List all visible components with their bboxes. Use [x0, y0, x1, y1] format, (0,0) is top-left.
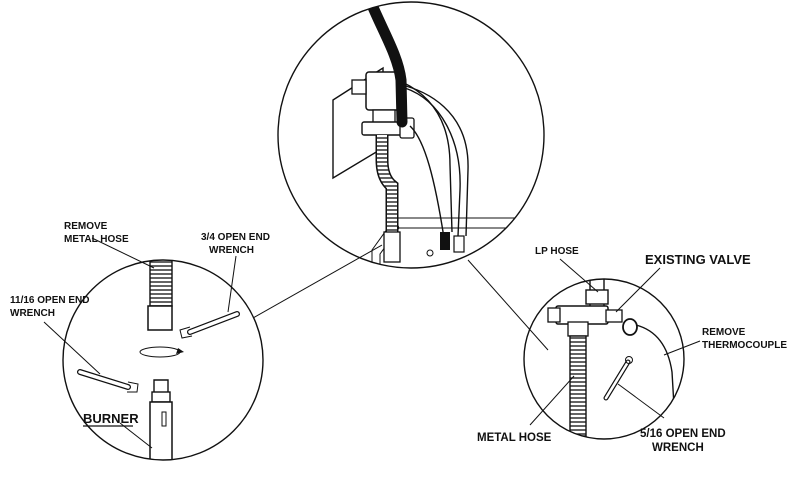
label-3-4-open-end-1: 3/4 OPEN END [201, 232, 270, 243]
wrench-11-16 [77, 369, 139, 393]
hose-nut [147, 305, 173, 331]
leader-5-16-wrench [617, 383, 665, 419]
leader-11-16-wrench [43, 321, 101, 375]
thermocouple-line [635, 324, 677, 439]
wrench-5-16 [603, 356, 633, 401]
metal-hose-end [149, 260, 173, 307]
right-detail-view [523, 278, 685, 440]
rotation-arrow [139, 346, 181, 358]
label-remove-metal-hose-2: METAL HOSE [64, 234, 129, 245]
existing-valve-fitting [605, 309, 623, 323]
label-lp-hose: LP HOSE [535, 246, 579, 257]
left-detail-circle [62, 259, 264, 461]
top-detail-circle [277, 1, 545, 269]
label-5-16-open-end-2: WRENCH [652, 442, 704, 454]
leader-remove-thermocouple [663, 340, 701, 356]
burner-tube [149, 401, 173, 460]
label-remove-thermocouple-1: REMOVE [702, 327, 746, 338]
leader-existing-valve [615, 267, 661, 313]
label-11-16-open-end-2: WRENCH [10, 308, 55, 319]
thermocouple-nut [622, 318, 638, 336]
label-remove-metal-hose-1: REMOVE [64, 221, 108, 232]
label-remove-thermocouple-2: THERMOCOUPLE [702, 340, 787, 351]
label-11-16-open-end-1: 11/16 OPEN END [10, 295, 89, 306]
top-detail-view [277, 1, 545, 269]
wrench-3-4 [179, 311, 240, 339]
leader-burner [119, 422, 153, 449]
label-existing-valve: EXISTING VALVE [645, 252, 751, 267]
label-metal-hose: METAL HOSE [477, 432, 552, 444]
thermocouple-connector [440, 232, 450, 250]
callout-line-right [467, 259, 549, 351]
burner-orifice [153, 379, 169, 392]
leader-remove-metal-hose [91, 237, 155, 269]
metal-hose-right [569, 335, 587, 437]
leader-lp-hose [559, 258, 599, 293]
label-5-16-open-end-1: 5/16 OPEN END [640, 428, 726, 440]
lp-hose-top [364, 2, 408, 128]
left-detail-view [62, 259, 264, 461]
callout-line-left [252, 244, 383, 319]
tee-fitting-right [555, 305, 609, 325]
right-detail-circle [523, 278, 685, 440]
label-burner: BURNER [83, 411, 139, 426]
leader-metal-hose [529, 375, 575, 426]
label-3-4-open-end-2: WRENCH [209, 245, 254, 256]
leader-3-4-wrench [227, 255, 237, 313]
